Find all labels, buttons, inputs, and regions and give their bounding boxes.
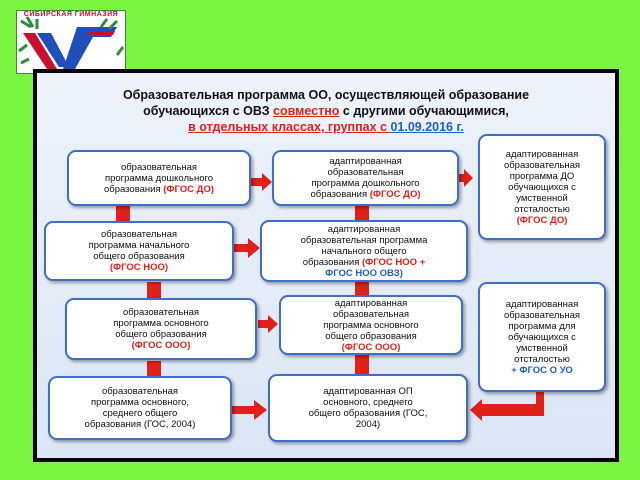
box-tag: (ФГОС ДО)	[163, 183, 215, 195]
box-text: программа дошкольного	[311, 178, 420, 189]
box-text: обучающихся с	[508, 331, 576, 343]
title-line-3-a: в отдельных классах, группах с	[188, 120, 391, 134]
box-basic-program: образовательная программа основного обще…	[65, 298, 257, 360]
school-logo: СИБИРСКАЯ ГИМНАЗИЯ	[16, 10, 126, 74]
box-text: обучающихся с	[508, 181, 576, 193]
box-text: начального общего	[321, 245, 407, 257]
box-primary-program: образовательная программа начального общ…	[44, 221, 234, 281]
box-text: адаптированная ОП	[323, 386, 413, 397]
box-text: программа ДО	[509, 170, 575, 182]
title-line-3: в отдельных классах, группах с 01.09.201…	[37, 119, 615, 135]
box-text: общего образования	[325, 330, 417, 342]
logo-caption: СИБИРСКАЯ ГИМНАЗИЯ	[23, 11, 119, 18]
box-text: образовательная	[327, 167, 404, 178]
title-line-2: обучающихся с ОВЗ совместно с другими об…	[37, 103, 615, 119]
box-tag: (ФГОС ООО)	[341, 341, 401, 353]
box-text: образовательная программа	[300, 234, 428, 246]
box-text: программа основного	[323, 319, 419, 331]
box-text-part: образования	[310, 189, 368, 200]
box-text: среднего общего	[102, 408, 178, 419]
slide-title: Образовательная программа ОО, осуществля…	[37, 87, 615, 135]
box-tag: (ФГОС ДО)	[516, 214, 568, 226]
box-text: образовательная	[120, 161, 198, 173]
box-text-part: образования	[302, 256, 363, 268]
box-text: отсталостью	[514, 353, 570, 365]
box-text: общего образования	[115, 329, 207, 340]
box-tag: (ФГОС НОО)	[109, 262, 169, 273]
box-text: отсталостью	[514, 203, 570, 215]
box-adapted-preschool-program: адаптированная образовательная программа…	[272, 150, 459, 206]
box-text: образования (ФГОС ДО)	[310, 189, 420, 200]
box-text: образовательная	[122, 307, 200, 318]
box-tag: + ФГОС О УО	[511, 364, 573, 376]
box-text: умственной	[516, 192, 568, 204]
box-text: адаптированная	[334, 297, 408, 309]
box-text: программа основного,	[90, 397, 190, 408]
box-tag: (ФГОС ДО)	[369, 189, 421, 200]
box-adapted-basic-program: адаптированная образовательная программа…	[279, 295, 463, 355]
logo-emblem-icon	[18, 16, 125, 69]
box-text: общего образования (ГОС,	[308, 408, 428, 419]
box-text: основного, среднего	[323, 397, 413, 408]
title-line-2-c: с другими обучающимися,	[339, 104, 509, 118]
box-text: адаптированная	[329, 156, 402, 167]
box-text-part: образования	[103, 183, 161, 195]
box-preschool-program: образовательная программа дошкольного об…	[67, 150, 251, 206]
box-text: программа дошкольного	[104, 172, 214, 184]
box-text: 2004)	[355, 419, 381, 430]
title-line-3-b: 01.09.2016 г.	[390, 120, 464, 134]
box-text: образования (ФГОС ДО)	[104, 184, 214, 195]
box-secondary-program: образовательная программа основного, сре…	[48, 376, 232, 440]
box-tag: (ФГОС ООО)	[131, 340, 191, 351]
box-adapted-preschool-intellectual: адаптированная образовательная программа…	[478, 134, 606, 240]
box-text: адаптированная	[505, 148, 579, 160]
box-text: общего образования	[93, 251, 185, 262]
box-adapted-intellectual-program: адаптированная образовательная программа…	[478, 282, 606, 392]
title-line-2-b: совместно	[273, 104, 340, 118]
box-text: умственной	[516, 342, 568, 354]
box-text: адаптированная	[327, 223, 401, 235]
box-text: образовательная	[503, 309, 581, 321]
box-text: образования (ФГОС НОО +	[303, 257, 426, 268]
box-text: образовательная	[100, 229, 178, 240]
box-text: образовательная	[101, 386, 179, 397]
box-text: адаптированная	[505, 298, 579, 310]
box-text: образования (ГОС, 2004)	[84, 419, 196, 430]
box-adapted-primary-program: адаптированная образовательная программа…	[260, 220, 468, 282]
box-tag: (ФГОС НОО +	[362, 256, 426, 268]
box-text: программа начального	[88, 240, 190, 251]
title-line-1: Образовательная программа ОО, осуществля…	[122, 88, 530, 102]
box-text: программа основного	[113, 318, 209, 329]
box-adapted-secondary-program: адаптированная ОП основного, среднего об…	[268, 374, 468, 442]
title-line-2-a: обучающихся с ОВЗ	[143, 104, 274, 118]
box-text: программа для	[508, 320, 576, 332]
box-tag-2: ФГОС НОО ОВЗ)	[325, 267, 403, 279]
box-text: образовательная	[503, 159, 581, 171]
box-text: образовательная	[332, 308, 410, 320]
